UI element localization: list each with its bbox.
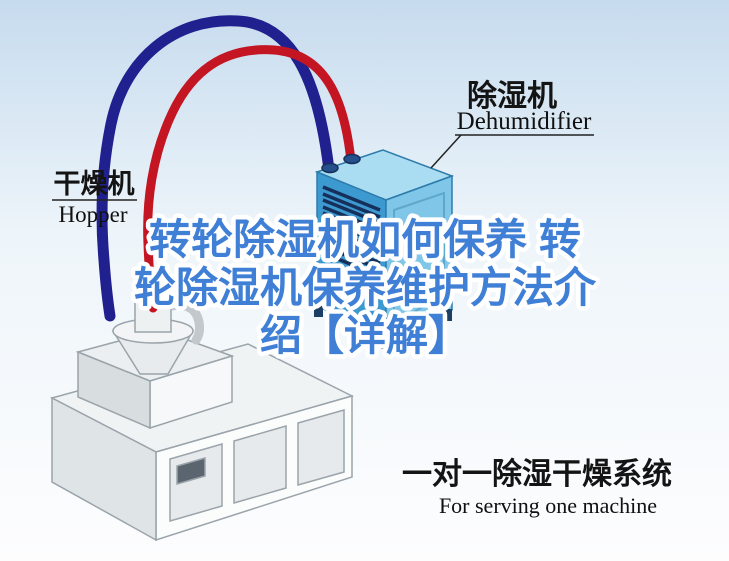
article-title: 转轮除湿机如何保养 转 轮除湿机保养维护方法介 绍【详解】 [129, 212, 601, 364]
dehumidifier-label-cn: 除湿机 [467, 79, 557, 113]
article-title-line-1: 转轮除湿机如何保养 转 [149, 216, 581, 263]
red-hose-port [343, 153, 361, 165]
hopper-label-cn: 干燥机 [54, 169, 135, 199]
dryer-panel [297, 409, 345, 486]
hopper-label-en: Hopper [59, 202, 128, 227]
dehumidifier-feet [314, 305, 452, 349]
article-title-line-3: 绍【详解】 [260, 312, 470, 359]
system-caption: 一对一除湿干燥系统 For serving one machine [402, 457, 672, 518]
dehumidifier-callout: 除湿机 Dehumidifier [430, 79, 594, 169]
article-title-line-2: 轮除湿机保养维护方法介 [134, 264, 597, 311]
dryer-machine-illustration [49, 288, 355, 542]
dryer-panel-display [176, 457, 206, 485]
hopper-callout: 干燥机 Hopper [52, 169, 137, 227]
dryer-tower-left [77, 350, 151, 430]
dryer-body-left [51, 396, 157, 542]
side-panel-outline [393, 191, 445, 326]
dehumidifier-label-en: Dehumidifier [457, 108, 592, 135]
callout-pointer-line [430, 134, 462, 169]
red-supply-hose [143, 45, 356, 313]
system-caption-en: For serving one machine [439, 493, 657, 518]
vent-grille [322, 185, 381, 278]
dryer-panel [169, 443, 223, 522]
blue-hose-port [321, 162, 339, 174]
dryer-panel [233, 425, 287, 504]
system-caption-cn: 一对一除湿干燥系统 [402, 457, 672, 491]
hopper-elbow-pipe [166, 300, 205, 345]
dehumidifier-unit [314, 149, 455, 349]
